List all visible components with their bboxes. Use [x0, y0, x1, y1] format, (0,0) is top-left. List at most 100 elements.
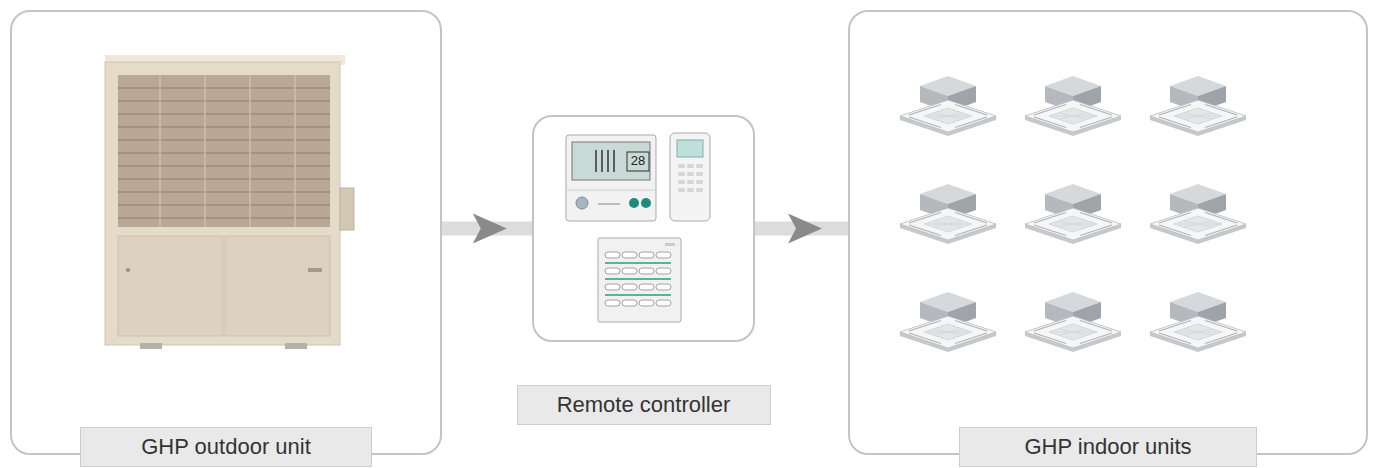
outdoor-unit-part: [118, 126, 330, 128]
controller-panel: Remote controller: [532, 115, 755, 342]
outdoor-unit-part: [118, 178, 330, 180]
handheld-remote-part: [678, 164, 685, 168]
indoor-cassettes-part: [900, 76, 996, 136]
wired-remote-part: [607, 150, 609, 172]
unit-label: Remote controller: [557, 392, 731, 418]
outdoor-unit-part: [118, 191, 330, 193]
outdoor-unit-part: [118, 217, 330, 219]
outdoor-unit-part: [118, 152, 330, 154]
outdoor-unit-part: [340, 188, 354, 230]
indoor-cassettes-part: [1150, 76, 1246, 136]
keypad-panel-part: [605, 252, 671, 306]
indoor-cassettes-part: [900, 292, 996, 352]
outdoor-unit-part: [118, 100, 330, 102]
indoor-cassettes: [900, 76, 1246, 352]
outdoor-unit-part: [126, 268, 130, 272]
outdoor-unit-part: [294, 75, 296, 227]
wired-remote-part: [641, 198, 651, 208]
outdoor-unit-part: [249, 75, 251, 227]
indoor-cassettes-part: [1150, 292, 1246, 352]
keypad-panel-part: [598, 238, 681, 322]
keypad-panel-part: [605, 252, 620, 258]
keypad-panel-part: [605, 284, 620, 290]
keypad-panel-part: [656, 268, 671, 274]
handheld-remote-part: [687, 180, 694, 184]
outdoor-unit-part: [118, 165, 330, 167]
unit-label: GHP outdoor unit: [141, 434, 311, 460]
keypad-panel-part: [605, 262, 671, 264]
display-reading: 28: [627, 152, 649, 170]
keypad-panel-part: [639, 284, 654, 290]
wired-remote-part: [566, 190, 656, 191]
handheld-remote-part: [677, 140, 703, 157]
keypad-panel-part: [605, 294, 671, 296]
indoor-cassettes-part: [1025, 76, 1121, 136]
handheld-remote-part: [678, 188, 685, 192]
arrow-head: [788, 214, 822, 244]
handheld-remote: [670, 133, 710, 221]
keypad-panel-part: [656, 284, 671, 290]
outdoor-unit-part: [118, 87, 330, 89]
keypad-panel-part: [639, 268, 654, 274]
outdoor-unit-part: [159, 75, 161, 227]
indoor-cassettes-part: [1150, 184, 1246, 244]
wired-remote-part: [572, 142, 650, 180]
wired-remote-part: [601, 150, 603, 172]
keypad-panel-part: [656, 300, 671, 306]
flow-arrow: [755, 214, 848, 244]
keypad-panel-part: [622, 300, 637, 306]
keypad-panel-part: [639, 300, 654, 306]
outdoor-unit: [105, 55, 354, 349]
outdoor-unit-part: [118, 204, 330, 206]
outdoor-unit-part: [118, 236, 223, 336]
outdoor-unit-part: [225, 236, 330, 336]
outdoor-unit-part: [118, 75, 330, 227]
wired-remote-part: [598, 203, 620, 205]
outdoor-unit-part: [118, 88, 330, 218]
keypad-panel-part: [656, 252, 671, 258]
indoor-cassettes-part: [900, 184, 996, 244]
wired-remote-part: [595, 150, 597, 172]
wired-remote-part: [627, 152, 649, 171]
outdoor-unit-part: [140, 343, 162, 349]
keypad-panel-part: [639, 252, 654, 258]
label-tab: GHP outdoor unit: [80, 427, 372, 467]
flow-arrow: [442, 214, 532, 244]
wired-remote-part: [566, 135, 656, 221]
label-tab: Remote controller: [517, 385, 771, 425]
handheld-remote-part: [696, 164, 703, 168]
label-tab: GHP indoor units: [959, 427, 1257, 467]
keypad-panel-part: [605, 263, 671, 295]
arrow-head: [473, 214, 507, 244]
unit-label: GHP indoor units: [1024, 434, 1191, 460]
handheld-remote-part: [687, 188, 694, 192]
wired-remote-part: [576, 197, 588, 209]
keypad-panel-part: [605, 300, 620, 306]
keypad-panel-part: [622, 284, 637, 290]
outdoor-unit-part: [118, 113, 330, 115]
outdoor-unit-part: [160, 75, 295, 227]
handheld-remote-part: [678, 172, 685, 176]
outdoor-unit-part: [118, 139, 330, 141]
outdoor-unit-part: [285, 343, 307, 349]
keypad-panel: [598, 238, 681, 322]
keypad-panel-part: [622, 252, 637, 258]
keypad-panel-part: [665, 243, 675, 246]
keypad-panel-part: [622, 268, 637, 274]
handheld-remote-part: [670, 133, 710, 221]
wired-remote: [566, 135, 656, 221]
outdoor-unit-part: [204, 75, 206, 227]
indoor-cassettes-part: [1025, 184, 1121, 244]
unit-panel: GHP indoor units: [848, 10, 1368, 455]
keypad-panel-part: [605, 268, 620, 274]
indoor-cassettes-part: [1025, 292, 1121, 352]
wired-remote-part: [629, 198, 639, 208]
outdoor-unit-part: [308, 268, 322, 272]
handheld-remote-part: [687, 172, 694, 176]
handheld-remote-part: [696, 172, 703, 176]
unit-panel: GHP outdoor unit: [10, 10, 442, 455]
handheld-remote-part: [696, 188, 703, 192]
handheld-remote-part: [696, 180, 703, 184]
handheld-remote-part: [687, 164, 694, 168]
